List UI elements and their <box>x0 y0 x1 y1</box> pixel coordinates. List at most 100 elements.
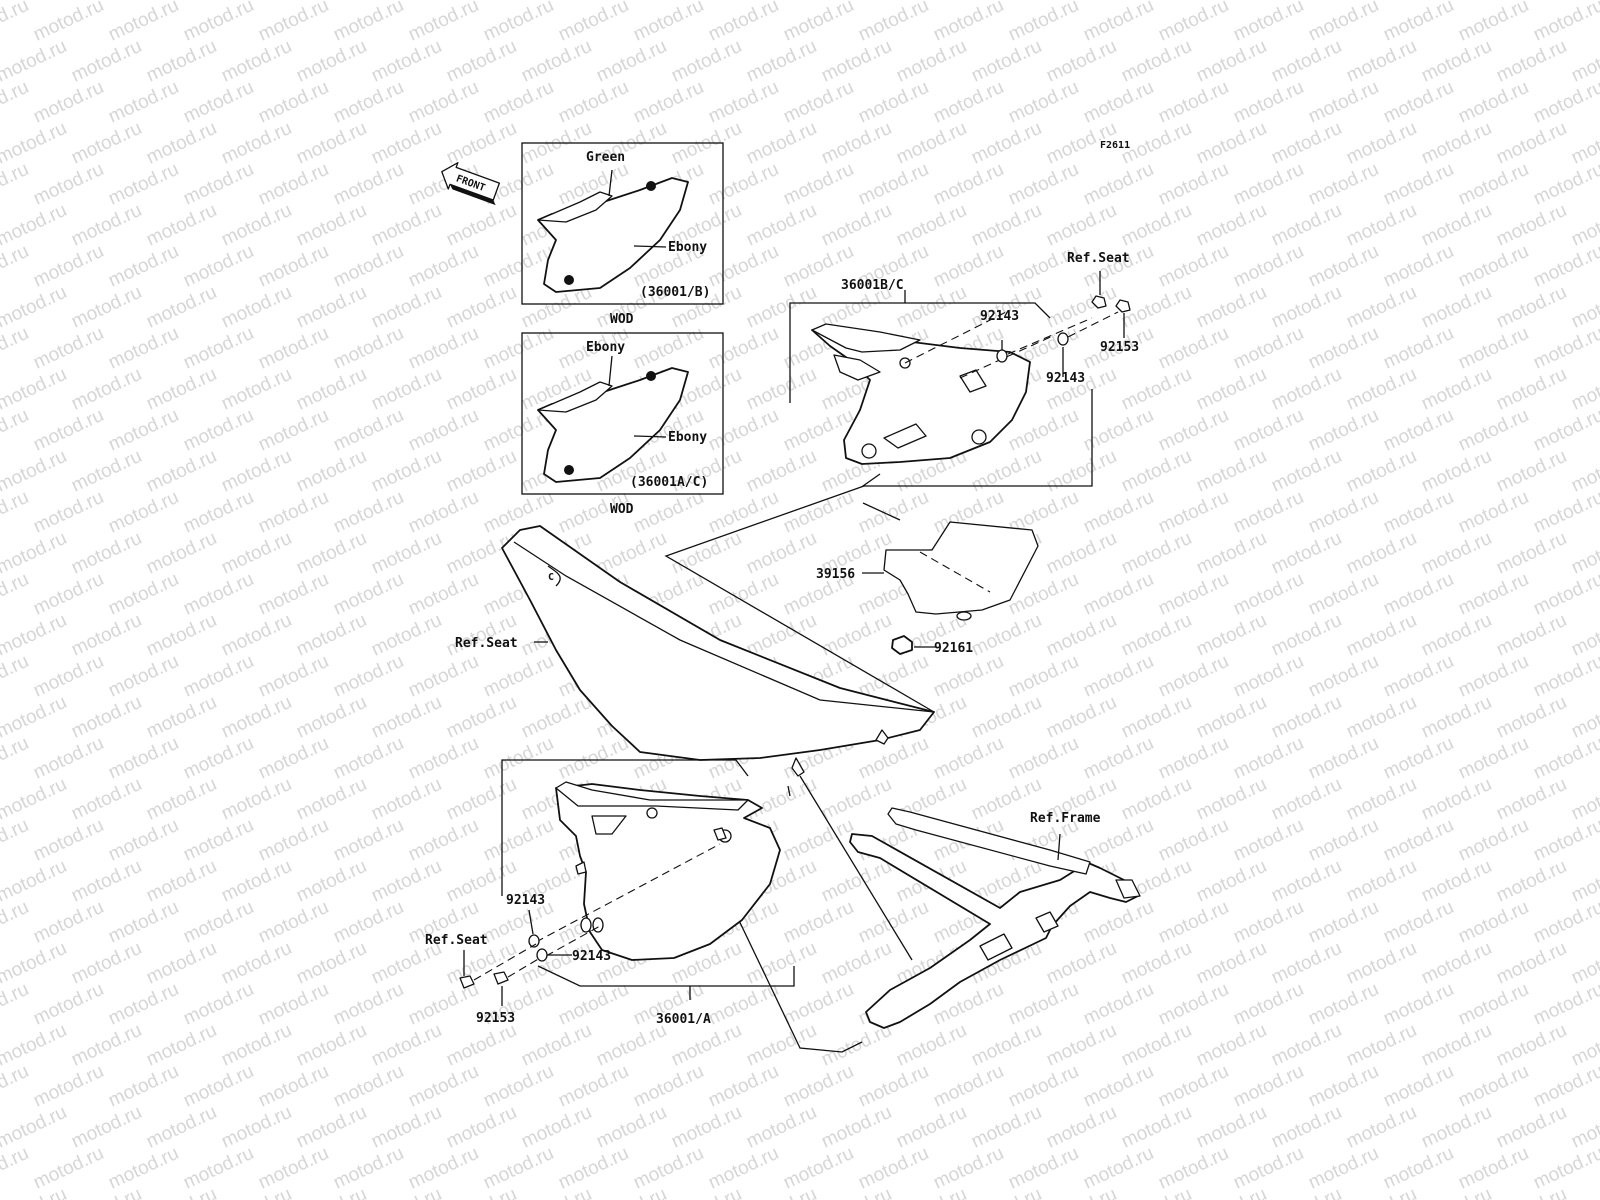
watermark-text: motod.ru <box>330 897 407 948</box>
watermark-text: motod.ru <box>705 405 782 456</box>
watermark-text: motod.ru <box>1455 1143 1532 1194</box>
watermark-text: motod.ru <box>330 733 407 784</box>
watermark-text: motod.ru <box>368 364 445 415</box>
watermark-text: motod.ru <box>518 1184 595 1200</box>
watermark-text: motod.ru <box>405 1061 482 1112</box>
watermark-text: motod.ru <box>0 651 32 702</box>
watermark-text: motod.ru <box>30 323 107 374</box>
watermark-text: motod.ru <box>68 692 145 743</box>
watermark-text: motod.ru <box>1230 487 1307 538</box>
watermark-text: motod.ru <box>855 159 932 210</box>
leader-line <box>664 485 935 713</box>
leader-line <box>711 863 863 1053</box>
watermark-text: motod.ru <box>1493 1184 1570 1200</box>
watermark-text: motod.ru <box>68 856 145 907</box>
watermark-text: motod.ru <box>1380 159 1457 210</box>
watermark-text: motod.ru <box>330 1061 407 1112</box>
watermark-text: motod.ru <box>1530 323 1600 374</box>
variant-1-bottom-label: WOD <box>610 312 634 327</box>
damper-icon <box>891 635 913 655</box>
watermark-text: motod.ru <box>0 938 70 989</box>
watermark-text: motod.ru <box>893 200 970 251</box>
watermark-text: motod.ru <box>255 77 332 128</box>
watermark-text: motod.ru <box>405 0 482 46</box>
watermark-text: motod.ru <box>0 405 32 456</box>
variant-1-part-ref: (36001/B) <box>640 285 710 300</box>
watermark-text: motod.ru <box>1080 1061 1157 1112</box>
watermark-text: motod.ru <box>593 36 670 87</box>
watermark-text: motod.ru <box>1455 979 1532 1030</box>
watermark-text: motod.ru <box>855 1143 932 1194</box>
watermark-text: motod.ru <box>1418 856 1495 907</box>
watermark-text: motod.ru <box>255 651 332 702</box>
watermark-text: motod.ru <box>30 733 107 784</box>
watermark-text: motod.ru <box>0 569 32 620</box>
watermark-text: motod.ru <box>930 733 1007 784</box>
watermark-text: motod.ru <box>1080 897 1157 948</box>
watermark-text: motod.ru <box>1343 118 1420 169</box>
watermark-text: motod.ru <box>255 0 332 46</box>
watermark-text: motod.ru <box>893 118 970 169</box>
watermark-text: motod.ru <box>1193 938 1270 989</box>
watermark-text: motod.ru <box>368 610 445 661</box>
watermark-text: motod.ru <box>368 1020 445 1071</box>
watermark-text: motod.ru <box>0 774 70 825</box>
watermark-text: motod.ru <box>1305 979 1382 1030</box>
watermark-text: motod.ru <box>1418 692 1495 743</box>
watermark-text: motod.ru <box>1305 815 1382 866</box>
left-fasteners <box>459 909 572 1006</box>
watermark-text: motod.ru <box>1493 1102 1570 1153</box>
watermark-text: motod.ru <box>330 77 407 128</box>
watermark-text: motod.ru <box>30 815 107 866</box>
watermark-text: motod.ru <box>780 815 857 866</box>
watermark-text: motod.ru <box>818 856 895 907</box>
watermark-text: motod.ru <box>105 651 182 702</box>
watermark-text: motod.ru <box>1530 1061 1600 1112</box>
watermark-text: motod.ru <box>1080 0 1157 46</box>
watermark-text: motod.ru <box>1493 364 1570 415</box>
watermark-text: motod.ru <box>1455 1061 1532 1112</box>
watermark-text: motod.ru <box>1193 1102 1270 1153</box>
right-side-cover-group <box>789 290 1093 487</box>
watermark-text: motod.ru <box>1268 938 1345 989</box>
watermark-text: motod.ru <box>780 1061 857 1112</box>
watermark-text: motod.ru <box>368 36 445 87</box>
watermark-text: motod.ru <box>330 1143 407 1194</box>
watermark-text: motod.ru <box>255 1143 332 1194</box>
watermark-text: motod.ru <box>1193 856 1270 907</box>
watermark-text: motod.ru <box>143 1184 220 1200</box>
leader-line <box>787 785 791 797</box>
watermark-text: motod.ru <box>1268 856 1345 907</box>
watermark-text: motod.ru <box>1568 1184 1600 1200</box>
watermark-text: motod.ru <box>743 938 820 989</box>
label-92153-l: 92153 <box>476 1011 515 1026</box>
watermark-text: motod.ru <box>1343 36 1420 87</box>
watermark-text: motod.ru <box>968 1020 1045 1071</box>
watermark-text: motod.ru <box>930 651 1007 702</box>
watermark-text: motod.ru <box>743 118 820 169</box>
watermark-text: motod.ru <box>405 815 482 866</box>
watermark-text: motod.ru <box>30 1061 107 1112</box>
leader-line <box>799 775 913 961</box>
watermark-text: motod.ru <box>1118 610 1195 661</box>
watermark-text: motod.ru <box>1305 897 1382 948</box>
watermark-text: motod.ru <box>968 118 1045 169</box>
watermark-text: motod.ru <box>1343 200 1420 251</box>
watermark-text: motod.ru <box>743 364 820 415</box>
watermark-text: motod.ru <box>1043 938 1120 989</box>
watermark-text: motod.ru <box>1418 1102 1495 1153</box>
watermark-text: motod.ru <box>143 774 220 825</box>
watermark-text: motod.ru <box>443 200 520 251</box>
watermark-text: motod.ru <box>30 569 107 620</box>
watermark-text: motod.ru <box>293 282 370 333</box>
label-ref-seat-low: Ref.Seat <box>425 933 488 948</box>
watermark-text: motod.ru <box>1455 815 1532 866</box>
watermark-text: motod.ru <box>1230 0 1307 46</box>
watermark-text: motod.ru <box>1418 938 1495 989</box>
right-fasteners <box>996 271 1131 377</box>
watermark-text: motod.ru <box>893 1020 970 1071</box>
watermark-text: motod.ru <box>1230 651 1307 702</box>
watermark-text: motod.ru <box>68 282 145 333</box>
watermark-text: motod.ru <box>1343 1020 1420 1071</box>
